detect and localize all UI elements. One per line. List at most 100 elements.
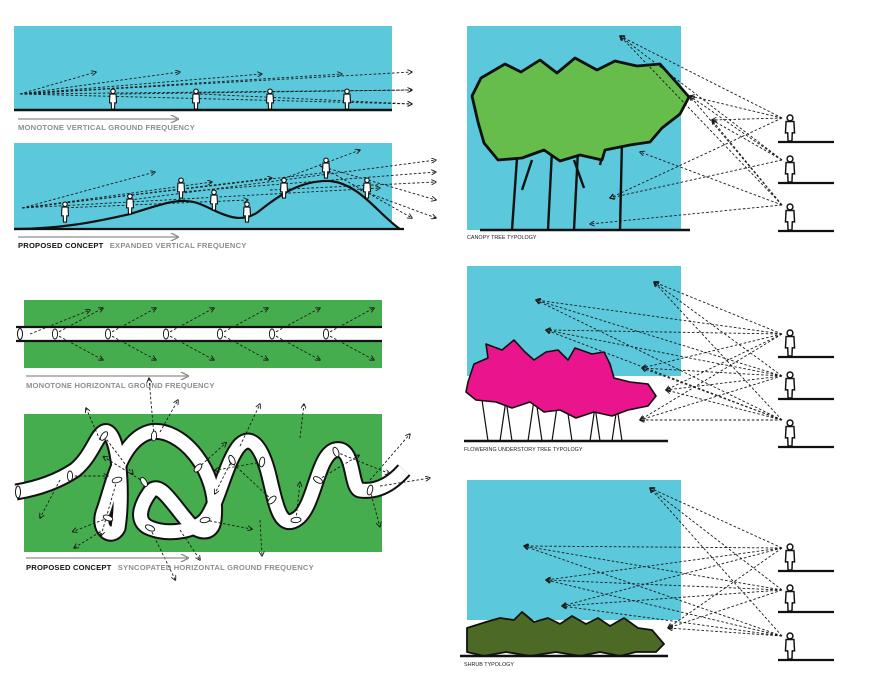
sight-arrow (642, 368, 783, 421)
sight-arrow (179, 529, 200, 560)
person-icon (784, 329, 796, 357)
path-marker-icon (111, 476, 123, 484)
sight-arrow (159, 400, 178, 433)
sight-arrow (546, 580, 783, 591)
path-marker-icon (104, 328, 112, 340)
path-marker-icon (332, 446, 340, 458)
sight-arrow (369, 434, 410, 481)
path-marker-icon (66, 470, 74, 482)
typology-caption: CANOPY TREE TYPOLOGY (467, 235, 537, 241)
sight-arrow (103, 457, 145, 483)
sight-arrow (620, 36, 783, 161)
sight-arrow (379, 478, 430, 487)
path-marker-icon (267, 495, 277, 505)
sight-arrow (610, 159, 783, 198)
sight-arrow (640, 333, 783, 420)
sight-arrow (666, 390, 783, 421)
sight-arrows (524, 488, 783, 637)
sight-arrow (197, 443, 226, 469)
path-marker-icon (144, 524, 156, 532)
ground-line (13, 179, 401, 231)
sight-arrow (640, 152, 783, 206)
sight-arrow (215, 459, 233, 494)
person-icon (60, 201, 70, 223)
person-icon (176, 177, 186, 199)
path-markers (51, 328, 330, 340)
sight-arrows (40, 378, 430, 580)
path-marker-icon (199, 516, 211, 524)
sight-arrow (666, 333, 783, 390)
sight-arrows (590, 36, 783, 224)
person-icon (784, 371, 796, 399)
path-marker-icon (193, 463, 203, 473)
sight-arrow (650, 488, 783, 637)
sight-arrow (546, 330, 783, 377)
hill-terrain (14, 180, 400, 229)
sight-arrow (524, 546, 783, 591)
sight-arrow (269, 182, 436, 191)
sight-arrow (19, 72, 412, 95)
sight-arrow (524, 546, 783, 548)
sight-arrow (299, 404, 304, 439)
sight-arrow (642, 368, 783, 377)
path-marker-icon (15, 485, 21, 499)
person-icon (784, 543, 796, 571)
panel-monotone-horizontal: MONOTONE HORIZONTAL GROUND FREQUENCY (16, 300, 382, 390)
path-marker-icon (51, 328, 59, 340)
sight-arrow (654, 282, 783, 377)
person-icon (784, 419, 796, 447)
path-marker-icon (268, 328, 276, 340)
sight-arrow (74, 531, 101, 548)
sight-arrow (179, 172, 436, 193)
person-icon (191, 88, 201, 110)
sight-arrow (279, 150, 360, 181)
people-group (60, 157, 372, 223)
sight-arrow (260, 519, 262, 556)
sight-arrow (73, 517, 109, 532)
path-marker-icon (290, 516, 302, 524)
panel-proposed-vertical: PROPOSED CONCEPT EXPANDED VERTICAL FREQU… (13, 143, 436, 250)
label-rest: EXPANDED VERTICAL FREQUENCY (110, 241, 247, 250)
panel-label: MONOTONE HORIZONTAL GROUND FREQUENCY (26, 381, 215, 390)
path-markers (66, 430, 374, 532)
observers (778, 543, 834, 662)
sight-arrow (21, 172, 330, 209)
panel-label: PROPOSED CONCEPT EXPANDED VERTICAL FREQU… (18, 241, 247, 250)
sight-arrow (19, 74, 262, 95)
sight-arrow (149, 378, 155, 437)
people-group (108, 88, 352, 110)
sight-arrow (666, 375, 783, 390)
sight-arrow (19, 72, 180, 95)
sky-block (14, 26, 392, 110)
path-marker-icon (313, 476, 323, 484)
panel-canopy-tree: CANOPY TREE TYPOLOGY (467, 26, 834, 241)
sight-arrow (712, 120, 783, 161)
panel-understory-tree: FLOWERING UNDERSTORY TREE TYPOLOGY (464, 266, 834, 453)
path-marker-icon (99, 431, 109, 441)
person-icon (242, 201, 252, 223)
sight-arrow (19, 72, 96, 95)
sight-arrow (690, 96, 783, 161)
sight-arrow (640, 375, 783, 420)
path-marker-icon (150, 430, 158, 442)
sight-arrow (295, 482, 300, 521)
person-icon (108, 88, 118, 110)
label-rest: SYNCOPATED HORIZONTAL GROUND FREQUENCY (118, 563, 314, 572)
panel-proposed-horizontal: PROPOSED CONCEPT SYNCOPATED HORIZONTAL G… (14, 378, 431, 580)
label-bold: PROPOSED CONCEPT (18, 241, 104, 250)
understory-foliage (465, 339, 657, 419)
sight-arrow (29, 310, 90, 335)
sight-arrows (536, 282, 783, 421)
label-bold: PROPOSED CONCEPT (26, 563, 112, 572)
sight-arrow (546, 547, 783, 580)
sight-arrow (654, 282, 783, 335)
sight-arrow (19, 74, 342, 95)
observers (778, 114, 834, 233)
path-marker-icon (162, 328, 170, 340)
sight-arrows (29, 308, 374, 360)
sight-arrow (319, 165, 436, 200)
person-icon (784, 114, 796, 142)
person-icon (321, 157, 331, 179)
person-icon (342, 88, 352, 110)
path-marker-icon (102, 514, 114, 522)
